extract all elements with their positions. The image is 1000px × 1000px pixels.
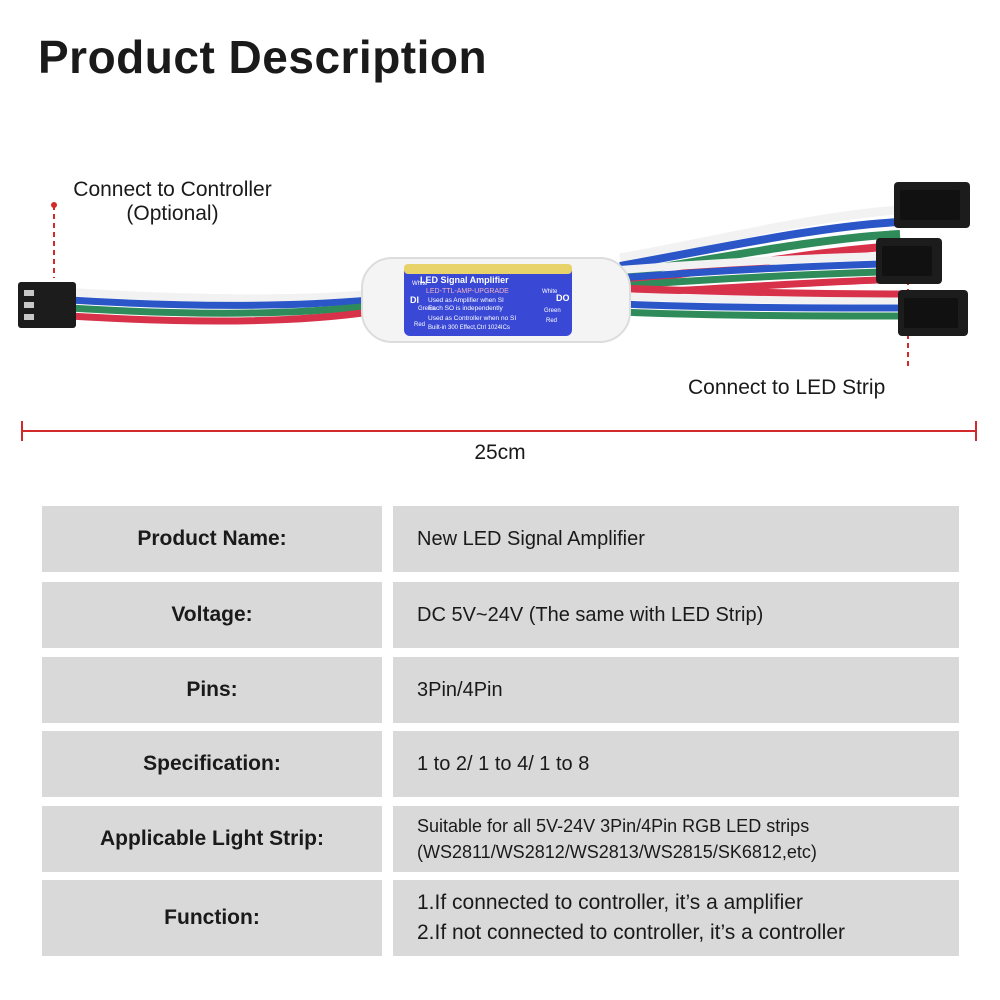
connect-controller-optional: (Optional): [126, 202, 219, 225]
connect-strip-label: Connect to LED Strip: [688, 376, 886, 399]
pin-do: DO: [556, 293, 570, 303]
connect-controller-label: Connect to Controller (Optional): [40, 178, 305, 226]
spec-key: Pins:: [42, 657, 382, 723]
spec-value: 1.If connected to controller, it’s a amp…: [393, 880, 959, 956]
spec-row-function: Function: 1.If connected to controller, …: [42, 880, 959, 956]
pin-white-left: White: [412, 281, 428, 287]
spec-key: Function:: [42, 880, 382, 956]
spec-value-line2: (WS2811/WS2812/WS2813/WS2815/SK6812,etc): [417, 842, 817, 862]
spec-value-text: 3Pin/4Pin: [417, 679, 503, 701]
spec-value-text: New LED Signal Amplifier: [417, 528, 645, 550]
output-cables: [619, 205, 901, 320]
length-label: 25cm: [474, 441, 526, 464]
product-illustration: LED Signal Amplifier LED-TTL-AMP-UPGRADE…: [18, 182, 977, 441]
spec-key: Voltage:: [42, 582, 382, 648]
spec-key: Applicable Light Strip:: [42, 806, 382, 872]
spec-key: Product Name:: [42, 506, 382, 572]
spec-row-applicable-strip: Applicable Light Strip: Suitable for all…: [42, 806, 959, 872]
controller-marker-dot: [51, 202, 57, 208]
spec-value-line2: 2.If not connected to controller, it’s a…: [417, 921, 846, 944]
input-cable: [69, 288, 371, 325]
amplifier-body: LED Signal Amplifier LED-TTL-AMP-UPGRADE…: [361, 257, 631, 343]
device-model: LED-TTL-AMP-UPGRADE: [426, 288, 509, 295]
pin-di: DI: [410, 295, 419, 305]
pin-green-right: Green: [544, 308, 561, 314]
spec-row-pins: Pins: 3Pin/4Pin: [42, 657, 959, 723]
device-line4: Built-in 300 Effect,Ctrl 1024ICs: [428, 325, 510, 331]
device-heading: LED Signal Amplifier: [420, 275, 509, 285]
spec-value-line1: 1.If connected to controller, it’s a amp…: [417, 891, 803, 914]
connect-controller-text: Connect to Controller: [73, 178, 272, 201]
output-connectors: [876, 182, 970, 336]
pin-green-left: Green: [418, 306, 435, 312]
spec-value-text: DC 5V~24V (The same with LED Strip): [417, 604, 764, 626]
spec-value: DC 5V~24V (The same with LED Strip): [393, 582, 959, 648]
spec-value: New LED Signal Amplifier: [393, 506, 959, 572]
device-line1: Used as Amplifier when SI: [428, 297, 504, 304]
amplifier-label-plate: [404, 264, 572, 336]
length-dimension: [21, 421, 977, 441]
spec-row-product-name: Product Name: New LED Signal Amplifier: [42, 506, 959, 572]
input-connector: [18, 282, 76, 328]
spec-row-specification: Specification: 1 to 2/ 1 to 4/ 1 to 8: [42, 731, 959, 797]
pin-red-left: Red: [414, 322, 425, 328]
pin-red-right: Red: [546, 318, 557, 324]
spec-value: 1 to 2/ 1 to 4/ 1 to 8: [393, 731, 959, 797]
spec-value-text: 1 to 2/ 1 to 4/ 1 to 8: [417, 753, 590, 775]
spec-value-line1: Suitable for all 5V-24V 3Pin/4Pin RGB LE…: [417, 816, 810, 836]
spec-key: Specification:: [42, 731, 382, 797]
spec-row-voltage: Voltage: DC 5V~24V (The same with LED St…: [42, 582, 959, 648]
pin-white-right: White: [542, 289, 558, 295]
spec-value: Suitable for all 5V-24V 3Pin/4Pin RGB LE…: [393, 806, 959, 872]
page-title: Product Description: [38, 31, 488, 83]
spec-value: 3Pin/4Pin: [393, 657, 959, 723]
device-line2: Each SO is independently: [428, 305, 504, 312]
device-line3: Used as Controller when no SI: [428, 315, 516, 322]
